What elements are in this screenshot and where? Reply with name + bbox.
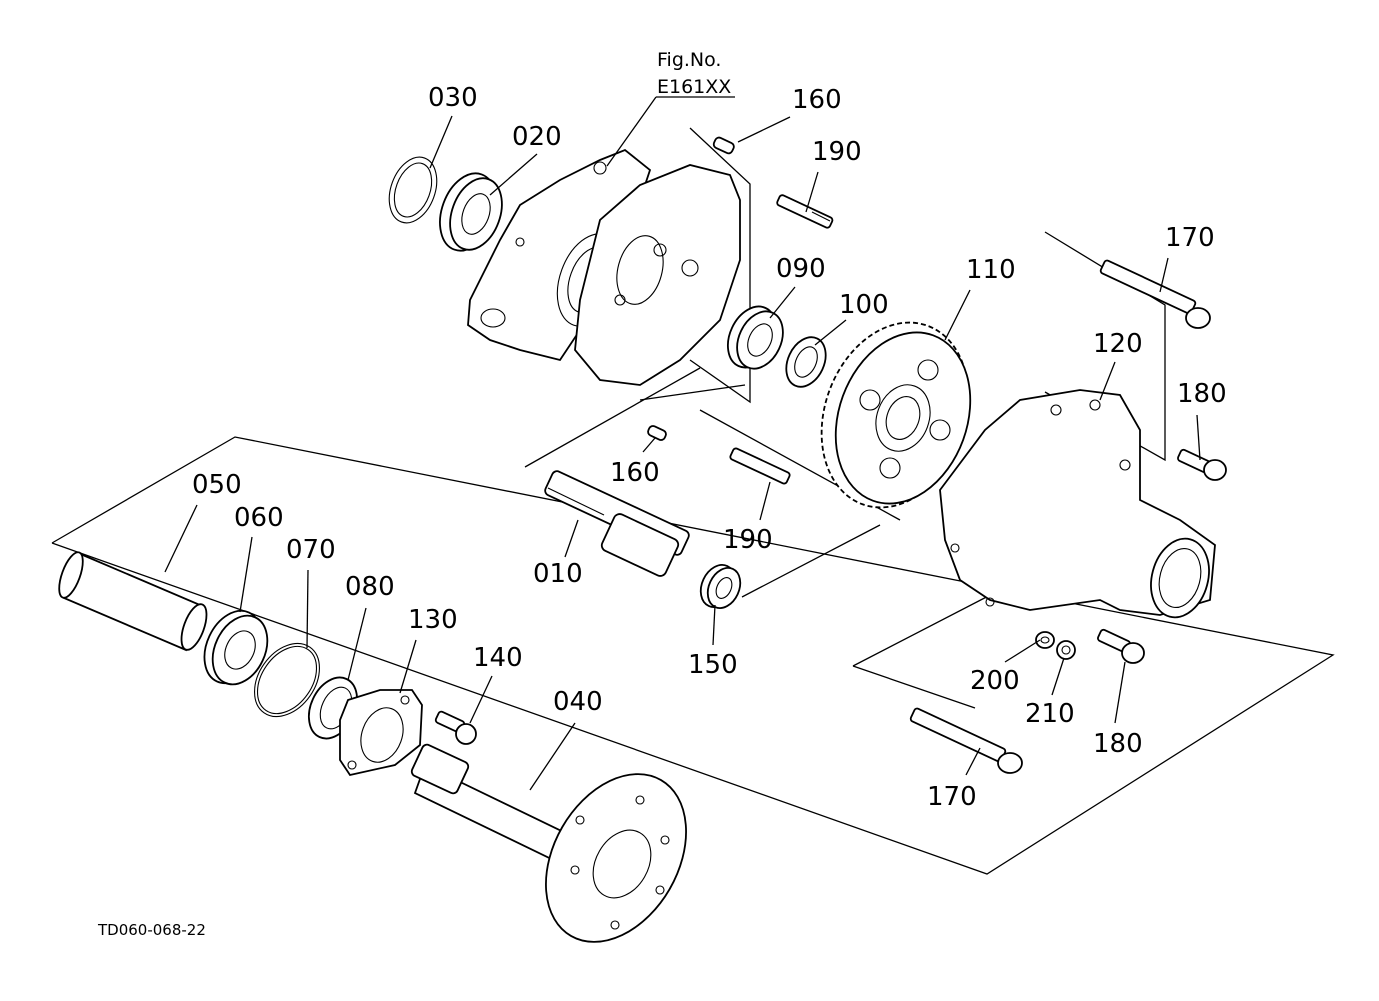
ball-bearing-090 bbox=[727, 305, 784, 370]
axle-shaft-040 bbox=[410, 743, 687, 943]
figure-ref-line2: E161XX bbox=[657, 76, 731, 98]
label-100: 100 bbox=[839, 290, 889, 320]
dowel-pin-160-mid bbox=[647, 425, 667, 441]
stud-bolt-190-mid bbox=[729, 447, 791, 485]
oil-seal-100 bbox=[785, 336, 827, 388]
spur-gear-110 bbox=[820, 321, 972, 509]
bolt-140 bbox=[434, 710, 477, 745]
label-050: 050 bbox=[192, 470, 242, 500]
label-140: 140 bbox=[473, 643, 523, 673]
figure-ref-line1: Fig.No. bbox=[657, 49, 721, 71]
pinion-shaft-010 bbox=[544, 470, 690, 577]
ball-bearing-150 bbox=[699, 564, 742, 609]
label-090: 090 bbox=[776, 254, 826, 284]
dowel-pin-160-top bbox=[712, 136, 735, 155]
label-200: 200 bbox=[970, 666, 1020, 696]
label-010: 010 bbox=[533, 559, 583, 589]
label-110: 110 bbox=[966, 255, 1016, 285]
label-120: 120 bbox=[1093, 329, 1143, 359]
o-ring-070 bbox=[254, 642, 320, 718]
label-020: 020 bbox=[512, 122, 562, 152]
washer-200 bbox=[1035, 631, 1055, 649]
label-030: 030 bbox=[428, 83, 478, 113]
snap-ring-030 bbox=[388, 156, 438, 224]
label-040: 040 bbox=[553, 687, 603, 717]
nut-210 bbox=[1056, 640, 1076, 660]
label-180-bottom: 180 bbox=[1093, 729, 1143, 759]
housing-gasket bbox=[574, 164, 741, 386]
stud-bolt-190-top bbox=[776, 194, 834, 229]
label-060: 060 bbox=[234, 503, 284, 533]
label-160-top: 160 bbox=[792, 85, 842, 115]
retainer-130 bbox=[339, 689, 423, 777]
bolt-170-top bbox=[1099, 259, 1211, 329]
label-190-top: 190 bbox=[812, 137, 862, 167]
leader-lines bbox=[164, 96, 1201, 791]
bolt-180-top bbox=[1177, 448, 1227, 481]
label-150: 150 bbox=[688, 650, 738, 680]
label-210: 210 bbox=[1025, 699, 1075, 729]
sleeve-050 bbox=[58, 551, 208, 652]
bolt-180-bottom bbox=[1097, 628, 1145, 664]
ball-bearing-060 bbox=[203, 609, 269, 686]
label-190-mid: 190 bbox=[723, 525, 773, 555]
label-130: 130 bbox=[408, 605, 458, 635]
rear-housing-120 bbox=[939, 389, 1216, 619]
label-180-top: 180 bbox=[1177, 379, 1227, 409]
label-170-bottom: 170 bbox=[927, 782, 977, 812]
assembly-frame-lower bbox=[51, 436, 1335, 875]
label-080: 080 bbox=[345, 572, 395, 602]
bolt-170-bottom bbox=[909, 707, 1023, 774]
ball-bearing-020 bbox=[439, 172, 503, 252]
label-160-mid: 160 bbox=[610, 458, 660, 488]
label-070: 070 bbox=[286, 535, 336, 565]
drawing-code: TD060-068-22 bbox=[97, 921, 206, 939]
label-170-top: 170 bbox=[1165, 223, 1215, 253]
